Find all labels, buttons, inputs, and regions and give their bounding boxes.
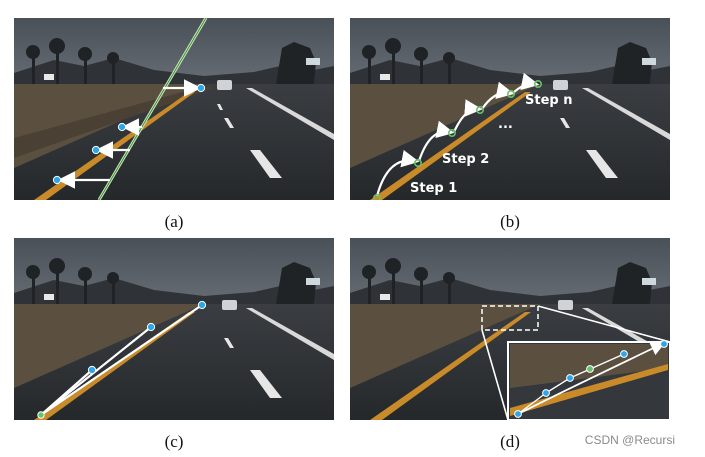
projection-arrows (57, 79, 202, 189)
label-step-n: Step n (525, 93, 572, 108)
label-step-2: Step 2 (442, 152, 489, 167)
caption-a: (a) (164, 212, 184, 231)
road-scene-d (350, 238, 670, 420)
watermark: CSDN @Recursi (584, 433, 675, 447)
caption-b: (b) (500, 212, 520, 231)
panel-c (14, 238, 334, 420)
road-scene-b: Step 1 Step 2 Step n ... (350, 18, 670, 200)
panel-d (350, 238, 670, 420)
lane-points (87, 300, 207, 375)
anchor-point (37, 411, 45, 419)
step-points (373, 79, 543, 200)
lane-points (52, 83, 206, 185)
radial-lines (40, 304, 203, 416)
caption-d: (d) (500, 432, 520, 451)
road-scene-a (14, 18, 334, 200)
zoom-inset (507, 340, 670, 420)
label-ellipsis: ... (498, 117, 513, 132)
road-scene-c (14, 238, 334, 420)
zoom-region (481, 305, 539, 331)
panel-b: Step 1 Step 2 Step n ... (350, 18, 670, 200)
caption-c: (c) (164, 432, 184, 451)
panel-a (14, 18, 334, 200)
label-step-1: Step 1 (410, 181, 457, 196)
